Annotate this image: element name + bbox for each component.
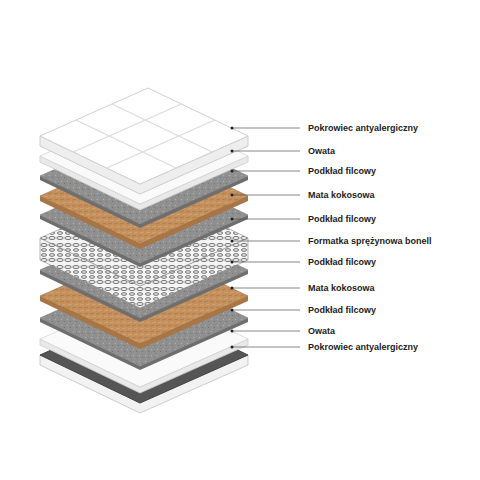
layer-label: Podkład filcowy (308, 166, 376, 177)
layer-label: Mata kokosowa (308, 283, 375, 294)
layer-label: Owata (308, 146, 335, 157)
layer-label: Podkład filcowy (308, 257, 376, 268)
layer-label: Podkład filcowy (308, 214, 376, 225)
top-cover-layer (40, 88, 248, 194)
layer-label: Podkład filcowy (308, 305, 376, 316)
layer-label: Pokrowiec antyalergiczny (308, 123, 418, 134)
layer-label: Formatka sprężynowa bonell (308, 236, 432, 247)
layer-label: Mata kokosowa (308, 190, 375, 201)
layer-label: Owata (308, 326, 335, 337)
layer-label: Pokrowiec antyalergiczny (308, 342, 418, 353)
leader-lines (231, 127, 301, 349)
